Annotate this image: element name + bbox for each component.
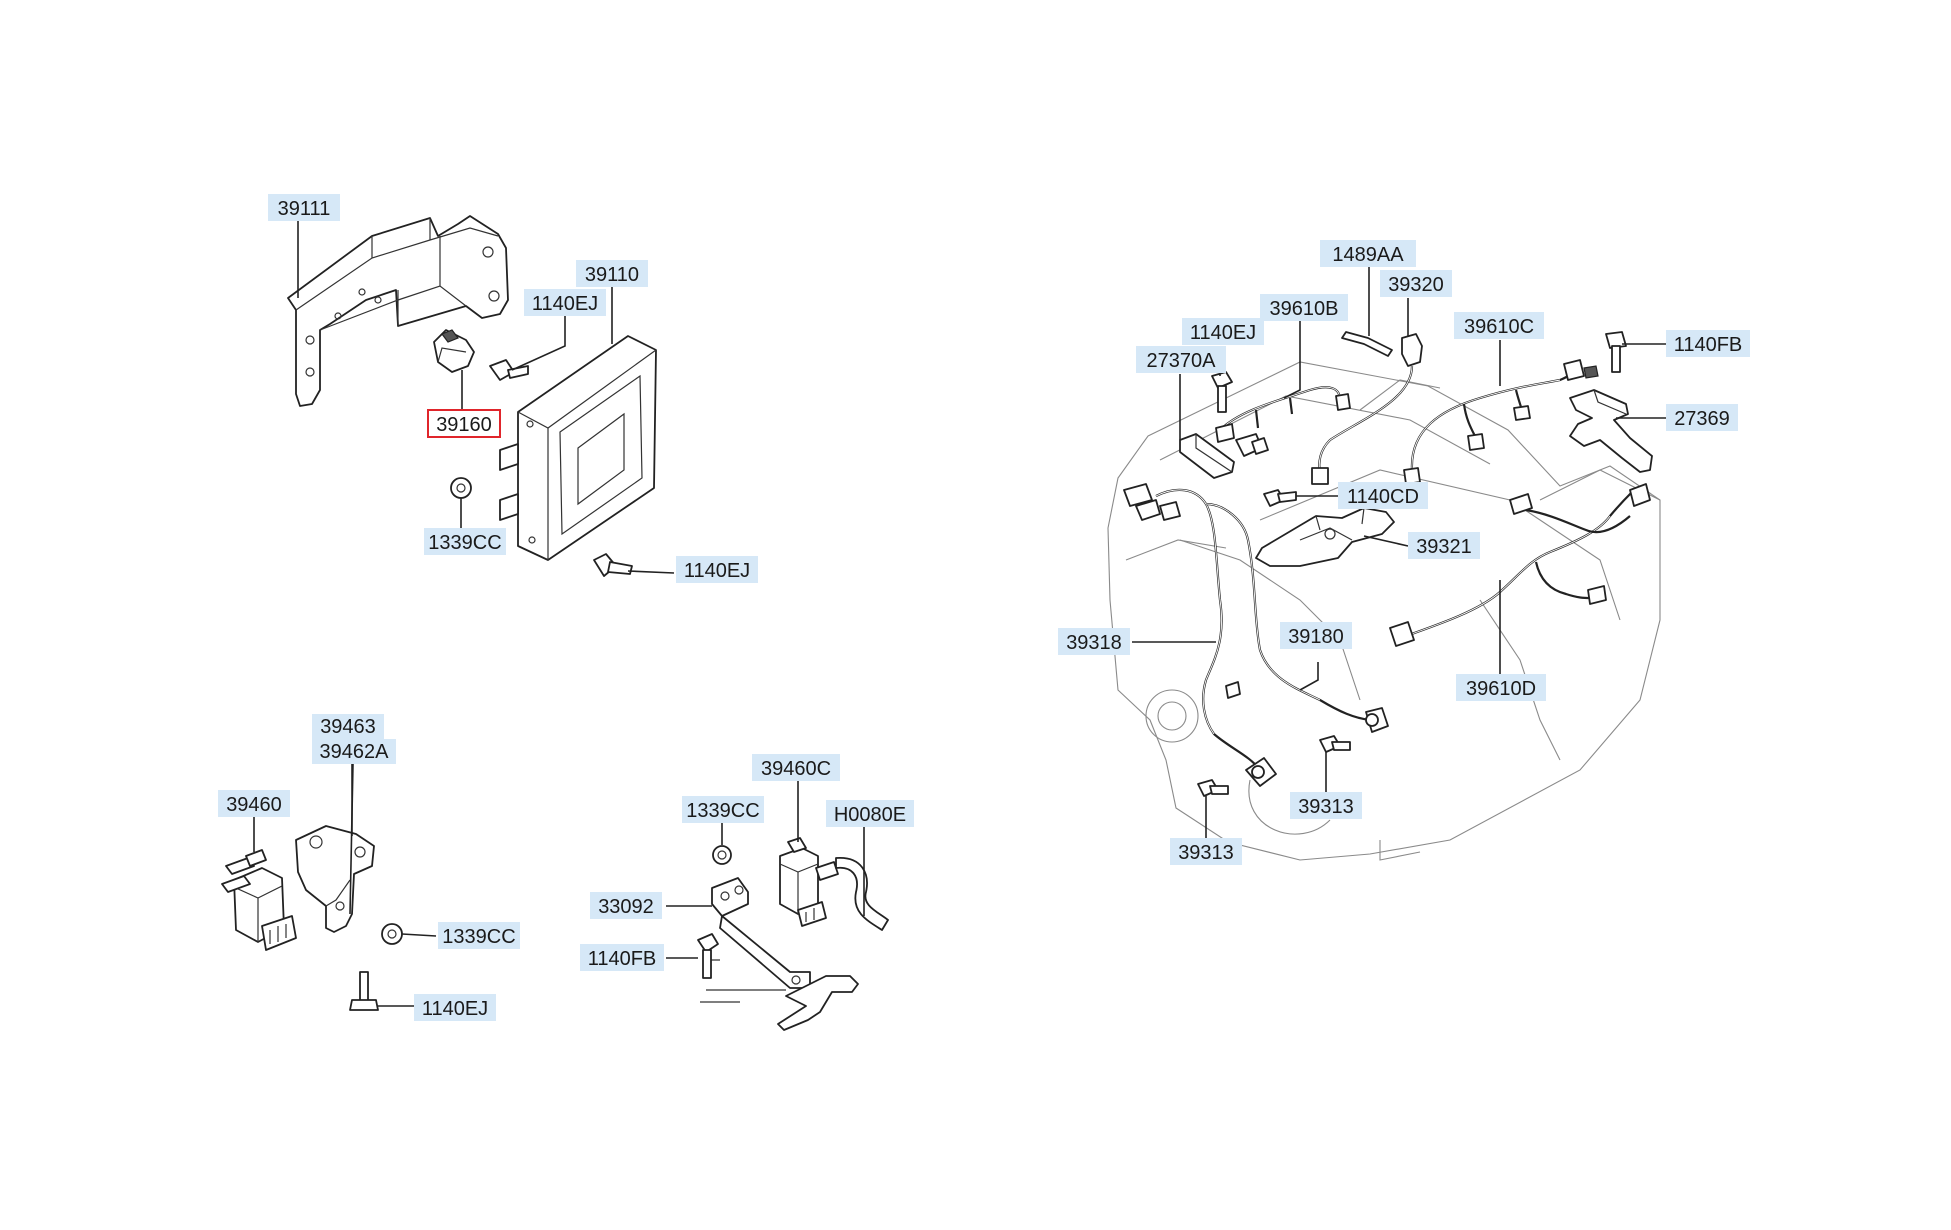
label-1489AA[interactable]: 1489AA xyxy=(1320,240,1416,267)
svg-text:39111: 39111 xyxy=(278,198,331,220)
nut-1339CC-drawing xyxy=(450,477,472,499)
solenoid-assembly-middle xyxy=(697,837,889,1031)
harness-39610D-drawing xyxy=(1389,483,1651,647)
svg-text:1140EJ: 1140EJ xyxy=(1190,322,1256,344)
svg-text:1489AA: 1489AA xyxy=(1332,244,1404,266)
ecu-39110-drawing xyxy=(499,335,657,561)
label-39610D[interactable]: 39610D xyxy=(1456,674,1546,701)
bolt-39313-a-drawing xyxy=(1197,779,1229,797)
label-39610C[interactable]: 39610C xyxy=(1454,312,1544,339)
bracket-39111-drawing xyxy=(287,215,509,407)
svg-text:1140FB: 1140FB xyxy=(588,948,657,970)
svg-text:H0080E: H0080E xyxy=(834,804,906,826)
label-33092[interactable]: 33092 xyxy=(590,892,662,919)
svg-text:39321: 39321 xyxy=(1416,536,1472,558)
label-1339CC-upper[interactable]: 1339CC xyxy=(424,528,506,555)
svg-text:39318: 39318 xyxy=(1066,632,1122,654)
svg-text:1339CC: 1339CC xyxy=(442,926,515,948)
bolt-1140EJ-upper-drawing xyxy=(489,359,529,381)
stay-1489AA-drawing xyxy=(1341,331,1393,357)
solenoid-39460-drawing xyxy=(221,849,297,951)
svg-text:39460: 39460 xyxy=(226,794,282,816)
harness-39610B-drawing xyxy=(1215,386,1351,457)
svg-text:39320: 39320 xyxy=(1388,274,1444,296)
label-27369[interactable]: 27369 xyxy=(1666,404,1738,431)
label-39313-right[interactable]: 39313 xyxy=(1290,792,1362,819)
harness-39610C-drawing xyxy=(1403,359,1599,485)
svg-text:1339CC: 1339CC xyxy=(428,532,501,554)
bolt-1140EJ-lower-drawing xyxy=(593,553,633,577)
label-1140EJ-right[interactable]: 1140EJ xyxy=(1182,318,1264,345)
bolt-1140FB-drawing xyxy=(697,933,719,979)
label-39320[interactable]: 39320 xyxy=(1380,270,1452,297)
solenoid-39460C-drawing xyxy=(779,837,839,927)
svg-text:39180: 39180 xyxy=(1288,626,1344,648)
svg-text:39610D: 39610D xyxy=(1466,678,1536,700)
connector-39320-drawing xyxy=(1311,333,1423,485)
bolt-39313-b-drawing xyxy=(1319,735,1351,753)
bolt-1140EJ-left-drawing xyxy=(349,971,379,1011)
label-39318[interactable]: 39318 xyxy=(1058,628,1130,655)
bracket-27369-drawing xyxy=(1569,389,1653,473)
svg-text:39110: 39110 xyxy=(585,264,639,286)
callout-labels: 39111 39110 1140EJ 39160 1339CC 1140EJ 3… xyxy=(218,194,1750,1021)
ecu-assembly xyxy=(287,215,657,577)
label-39463[interactable]: 39463 xyxy=(312,714,384,739)
svg-text:27369: 27369 xyxy=(1674,408,1730,430)
label-39610B[interactable]: 39610B xyxy=(1260,294,1348,321)
label-1140EJ-upper[interactable]: 1140EJ xyxy=(524,289,606,316)
bolt-1140EJ-right-drawing xyxy=(1211,371,1233,413)
label-1140FB-middle[interactable]: 1140FB xyxy=(580,944,664,971)
label-39160[interactable]: 39160 xyxy=(427,409,501,438)
bolt-1140FB-right-drawing xyxy=(1605,331,1627,373)
harness-39318-drawing xyxy=(1123,483,1389,787)
label-39462A[interactable]: 39462A xyxy=(312,739,396,764)
label-1339CC-middle[interactable]: 1339CC xyxy=(682,796,764,823)
solenoid-assembly-left xyxy=(221,825,403,1011)
label-27370A[interactable]: 27370A xyxy=(1136,346,1226,373)
bracket-33092-drawing xyxy=(700,877,859,1031)
svg-text:27370A: 27370A xyxy=(1147,350,1217,372)
svg-text:1140EJ: 1140EJ xyxy=(684,560,750,582)
svg-text:39160: 39160 xyxy=(436,414,492,436)
bracket-39321-drawing xyxy=(1255,507,1395,567)
hose-H0080E-drawing xyxy=(835,857,889,931)
label-39111[interactable]: 39111 xyxy=(268,194,340,221)
label-39110[interactable]: 39110 xyxy=(576,260,648,287)
sensor-39160-drawing xyxy=(433,329,475,373)
label-1140CD[interactable]: 1140CD xyxy=(1338,482,1428,509)
svg-text:1140FB: 1140FB xyxy=(1674,334,1743,356)
label-1140FB-right[interactable]: 1140FB xyxy=(1666,330,1750,357)
bolt-1140CD-drawing xyxy=(1263,489,1297,507)
svg-text:39313: 39313 xyxy=(1178,842,1234,864)
bracket-39463-drawing xyxy=(295,825,375,933)
label-39313-left[interactable]: 39313 xyxy=(1170,838,1242,865)
engine-harness-assembly xyxy=(1107,331,1661,861)
svg-text:1140CD: 1140CD xyxy=(1347,486,1419,508)
label-39460C[interactable]: 39460C xyxy=(752,754,840,781)
label-H0080E[interactable]: H0080E xyxy=(826,800,914,827)
label-39321[interactable]: 39321 xyxy=(1408,532,1480,559)
svg-text:39462A: 39462A xyxy=(320,741,390,763)
label-1339CC-left[interactable]: 1339CC xyxy=(438,922,520,949)
leader-lines xyxy=(253,220,1666,1007)
svg-text:39313: 39313 xyxy=(1298,796,1354,818)
label-1140EJ-left[interactable]: 1140EJ xyxy=(414,994,496,1021)
bracket-27370A-drawing xyxy=(1179,433,1235,479)
svg-text:39610C: 39610C xyxy=(1464,316,1534,338)
nut-1339CC-left-drawing xyxy=(381,923,403,945)
svg-text:33092: 33092 xyxy=(598,896,654,918)
label-39460[interactable]: 39460 xyxy=(218,790,290,817)
svg-text:39463: 39463 xyxy=(320,716,376,738)
svg-text:1339CC: 1339CC xyxy=(686,800,759,822)
svg-text:1140EJ: 1140EJ xyxy=(532,293,598,315)
svg-text:1140EJ: 1140EJ xyxy=(422,998,488,1020)
nut-1339CC-middle-drawing xyxy=(712,845,732,865)
label-1140EJ-lower[interactable]: 1140EJ xyxy=(676,556,758,583)
label-39180[interactable]: 39180 xyxy=(1280,622,1352,649)
svg-text:39460C: 39460C xyxy=(761,758,831,780)
svg-text:39610B: 39610B xyxy=(1270,298,1339,320)
